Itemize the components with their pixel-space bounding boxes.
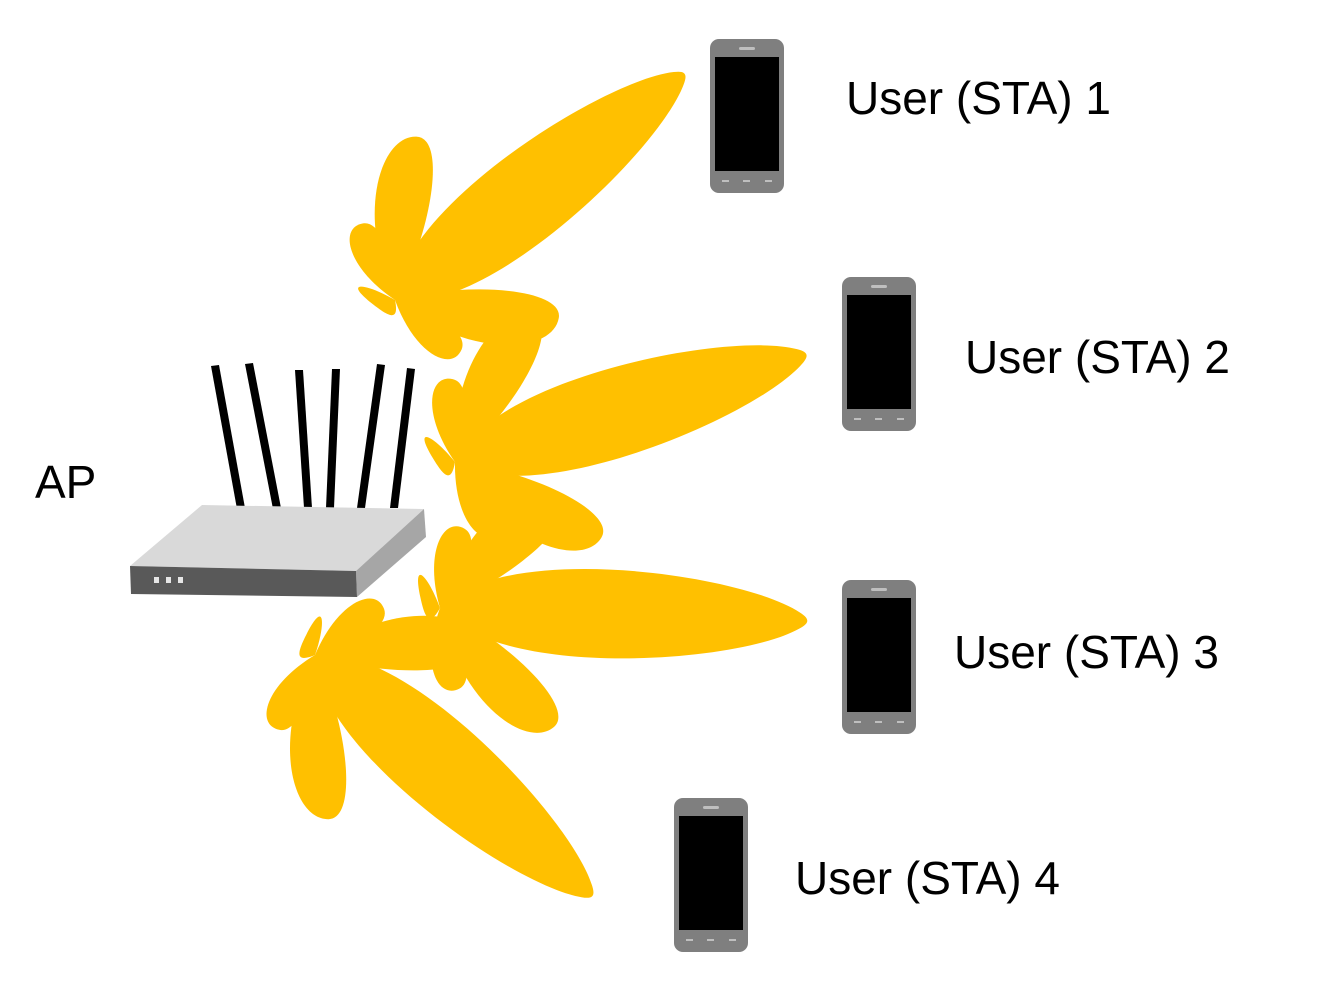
smartphone-icon — [710, 39, 784, 193]
station-label-3: User (STA) 3 — [954, 626, 1219, 678]
smartphone-icon — [842, 277, 916, 431]
router-top-face — [130, 505, 424, 571]
ap-label: AP — [35, 456, 96, 508]
wifi-router-icon — [130, 363, 426, 597]
smartphone-icon — [674, 798, 748, 952]
station-label-4: User (STA) 4 — [795, 852, 1060, 904]
smartphone-icon — [842, 580, 916, 734]
router-front-face — [130, 566, 357, 597]
station-label-2: User (STA) 2 — [965, 331, 1230, 383]
router-antennas — [211, 363, 415, 509]
router-led-icons — [154, 577, 183, 583]
station-label-1: User (STA) 1 — [846, 72, 1111, 124]
router-side-face — [356, 509, 426, 597]
